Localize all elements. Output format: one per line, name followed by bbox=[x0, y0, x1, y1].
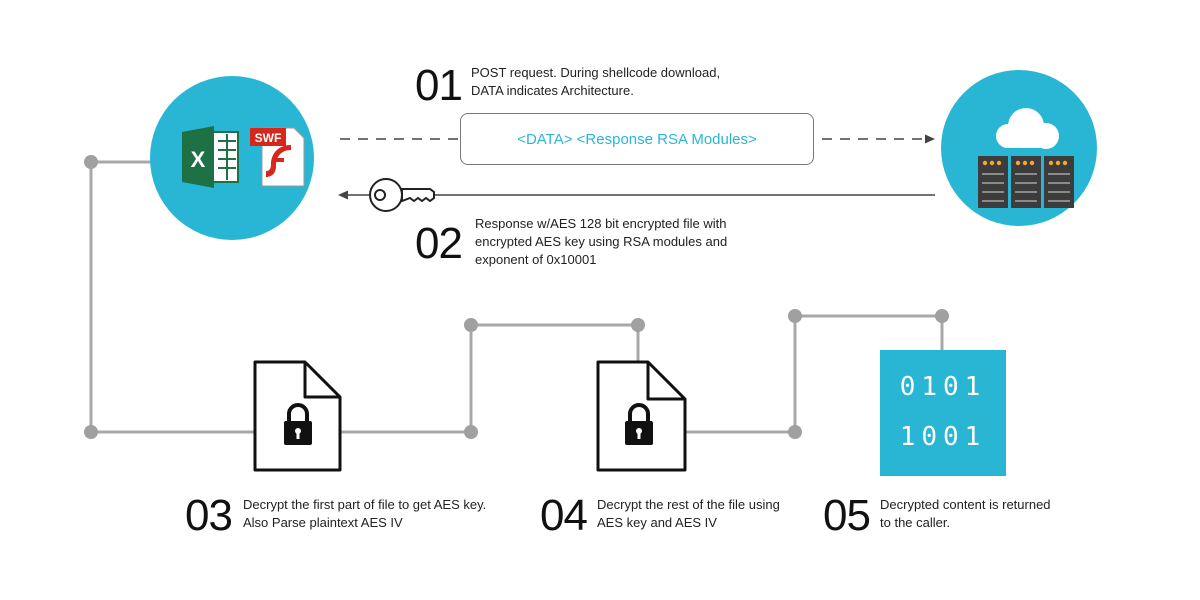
step-description-05: Decrypted content is returned to the cal… bbox=[880, 496, 1051, 532]
request-message-box: <DATA> <Response RSA Modules> bbox=[460, 113, 814, 165]
locked-file-icon bbox=[253, 360, 342, 472]
step-05-line: Decrypted content is returned bbox=[880, 497, 1051, 512]
response-arrow bbox=[338, 190, 935, 200]
excel-letter: X bbox=[191, 147, 206, 172]
step-number-01: 01 bbox=[415, 61, 463, 110]
connector-node bbox=[84, 425, 98, 439]
padlock-icon bbox=[284, 403, 312, 445]
step-description-03: Decrypt the first part of file to get AE… bbox=[243, 496, 486, 532]
connector-node bbox=[935, 309, 949, 323]
binary-line-2: 1001 bbox=[899, 422, 987, 452]
connector-node bbox=[631, 318, 645, 332]
connector-file1-to-file2 bbox=[340, 323, 640, 434]
step-02-line: Response w/AES 128 bit encrypted file wi… bbox=[475, 216, 727, 231]
swf-label: SWF bbox=[255, 131, 282, 145]
padlock-icon bbox=[625, 403, 653, 445]
connector-node bbox=[84, 155, 98, 169]
locked-file-icon bbox=[596, 360, 687, 472]
step-number-02: 02 bbox=[415, 219, 463, 268]
step-description-02: Response w/AES 128 bit encrypted file wi… bbox=[475, 215, 727, 269]
connector-node bbox=[788, 425, 802, 439]
connector-nodes bbox=[84, 155, 949, 439]
key-icon bbox=[369, 178, 435, 212]
client-node: X SWF bbox=[150, 76, 314, 240]
step-03-line: Decrypt the first part of file to get AE… bbox=[243, 497, 487, 512]
step-03-line: Also Parse plaintext AES IV bbox=[243, 515, 403, 530]
step-04-line: AES key and AES IV bbox=[597, 515, 717, 530]
connector-client-to-file1 bbox=[89, 160, 255, 434]
step-number-05: 05 bbox=[823, 491, 871, 540]
step-description-01: POST request. During shellcode download,… bbox=[471, 64, 720, 100]
server-node bbox=[941, 70, 1097, 226]
step-01-line: DATA indicates Architecture. bbox=[471, 83, 634, 98]
swf-file-icon: SWF bbox=[250, 127, 305, 187]
step-number-03: 03 bbox=[185, 491, 233, 540]
connector-node bbox=[464, 318, 478, 332]
step-02-line: exponent of 0x10001 bbox=[475, 252, 597, 267]
step-number-04: 04 bbox=[540, 491, 588, 540]
server-rack-icon bbox=[978, 156, 1074, 208]
cloud-icon bbox=[996, 108, 1059, 149]
step-04-line: Decrypt the rest of the file using bbox=[597, 497, 780, 512]
excel-icon: X bbox=[182, 126, 239, 188]
request-message-text: <DATA> <Response RSA Modules> bbox=[517, 130, 757, 148]
step-description-04: Decrypt the rest of the file using AES k… bbox=[597, 496, 780, 532]
binary-output-block: 0101 1001 bbox=[880, 350, 1006, 476]
request-arrow bbox=[340, 134, 935, 144]
binary-line-1: 0101 bbox=[899, 372, 987, 402]
arrowhead-left bbox=[338, 190, 348, 200]
step-01-line: POST request. During shellcode download, bbox=[471, 65, 721, 80]
step-05-line: to the caller. bbox=[880, 515, 951, 530]
connector-node bbox=[464, 425, 478, 439]
connector-node bbox=[788, 309, 802, 323]
step-02-line: encrypted AES key using RSA modules and bbox=[475, 234, 728, 249]
arrowhead-right bbox=[925, 134, 935, 144]
